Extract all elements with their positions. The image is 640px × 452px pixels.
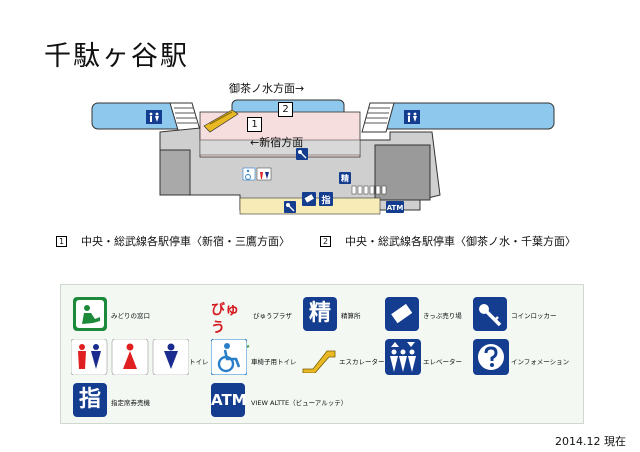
legend-label-fare-adjustment: 精算所 <box>341 312 361 320</box>
fare-gates <box>351 185 387 195</box>
byuu-plaza-icon: びゅう <box>211 301 251 351</box>
platform-note-2-text: 中央・総武線各駅停車〈御茶ノ水・千葉方面〉 <box>345 235 576 248</box>
legend-label-elevator: エレベーター <box>423 358 462 366</box>
escalator <box>203 109 239 133</box>
escalator-icon <box>301 343 337 374</box>
legend-panel: みどりの窓口 びゅう びゅうプラザ 精 精算所 きっぷ売り場 コインロッカー <box>60 284 584 424</box>
coin-locker-icon <box>473 297 507 331</box>
station-map: 精 指 ATM <box>91 99 555 215</box>
platform-1-badge: 1 <box>247 117 262 132</box>
map-reserved-ticket-icon: 指 <box>319 192 333 206</box>
stairs-right <box>361 102 395 133</box>
legend-label-coin-locker: コインロッカー <box>511 312 557 320</box>
platform-note-1-number: 1 <box>56 235 67 247</box>
legend-label-restroom: トイレ <box>189 358 209 366</box>
byuu-logo-text: びゅう <box>211 302 239 336</box>
svg-text:精: 精 <box>341 173 349 183</box>
page-title: 千駄ヶ谷駅 <box>44 41 189 72</box>
legend-label-wheelchair-restroom: 車椅子用トイレ <box>251 358 297 366</box>
platform-note-1-text: 中央・総武線各駅停車〈新宿・三鷹方面〉 <box>81 235 290 248</box>
legend-label-byuu-plaza: びゅうプラザ <box>253 312 292 320</box>
ticket-office-icon <box>73 297 107 331</box>
legend-label-atm: VIEW ALTTE（ビューアルッテ） <box>251 399 348 407</box>
stairs-left <box>169 102 201 131</box>
platform-restroom-icon-right <box>404 110 420 124</box>
map-wheelchair-icon <box>242 167 256 181</box>
map-coin-locker-icon <box>296 148 308 160</box>
map-restroom-icon <box>256 167 272 181</box>
legend-label-escalator: エスカレーター <box>339 358 385 366</box>
legend-label-ticket-office: みどりの窓口 <box>111 312 150 320</box>
legend-label-information: インフォメーション <box>511 358 570 366</box>
svg-text:ATM: ATM <box>387 204 404 212</box>
restroom-icon <box>70 338 190 376</box>
as-of-date: 2014.12 現在 <box>555 435 626 448</box>
legend-label-ticket-machine: きっぷ売り場 <box>423 312 462 320</box>
elevator-icon <box>385 339 421 375</box>
map-ticket-machine-icon <box>302 192 316 206</box>
ticket-machine-icon <box>385 297 419 331</box>
platform-2-badge: 2 <box>278 102 293 117</box>
fare-adjustment-icon: 精 <box>303 297 337 331</box>
platform-note-2-number: 2 <box>320 235 331 247</box>
direction-ochanomizu-label: 御茶ノ水方面→ <box>229 82 305 95</box>
atm-icon: ATM <box>211 383 247 417</box>
wheelchair-restroom-icon <box>210 338 248 376</box>
platform-restroom-icon-left <box>146 110 162 124</box>
direction-shinjuku-label: ←新宿方面 <box>250 136 304 149</box>
platform-note-2: 2 中央・総武線各駅停車〈御茶ノ水・千葉方面〉 <box>320 233 576 249</box>
legend-label-reserved-ticket-machine: 指定席券売機 <box>111 399 150 407</box>
map-atm-icon: ATM <box>386 201 404 213</box>
reserved-ticket-machine-icon: 指 <box>73 383 107 417</box>
platform-note-1: 1 中央・総武線各駅停車〈新宿・三鷹方面〉 <box>56 233 290 249</box>
information-icon <box>473 339 509 375</box>
map-fare-adjustment-icon: 精 <box>339 172 351 184</box>
map-coin-locker-icon-2 <box>284 201 296 213</box>
svg-text:指: 指 <box>321 194 330 206</box>
